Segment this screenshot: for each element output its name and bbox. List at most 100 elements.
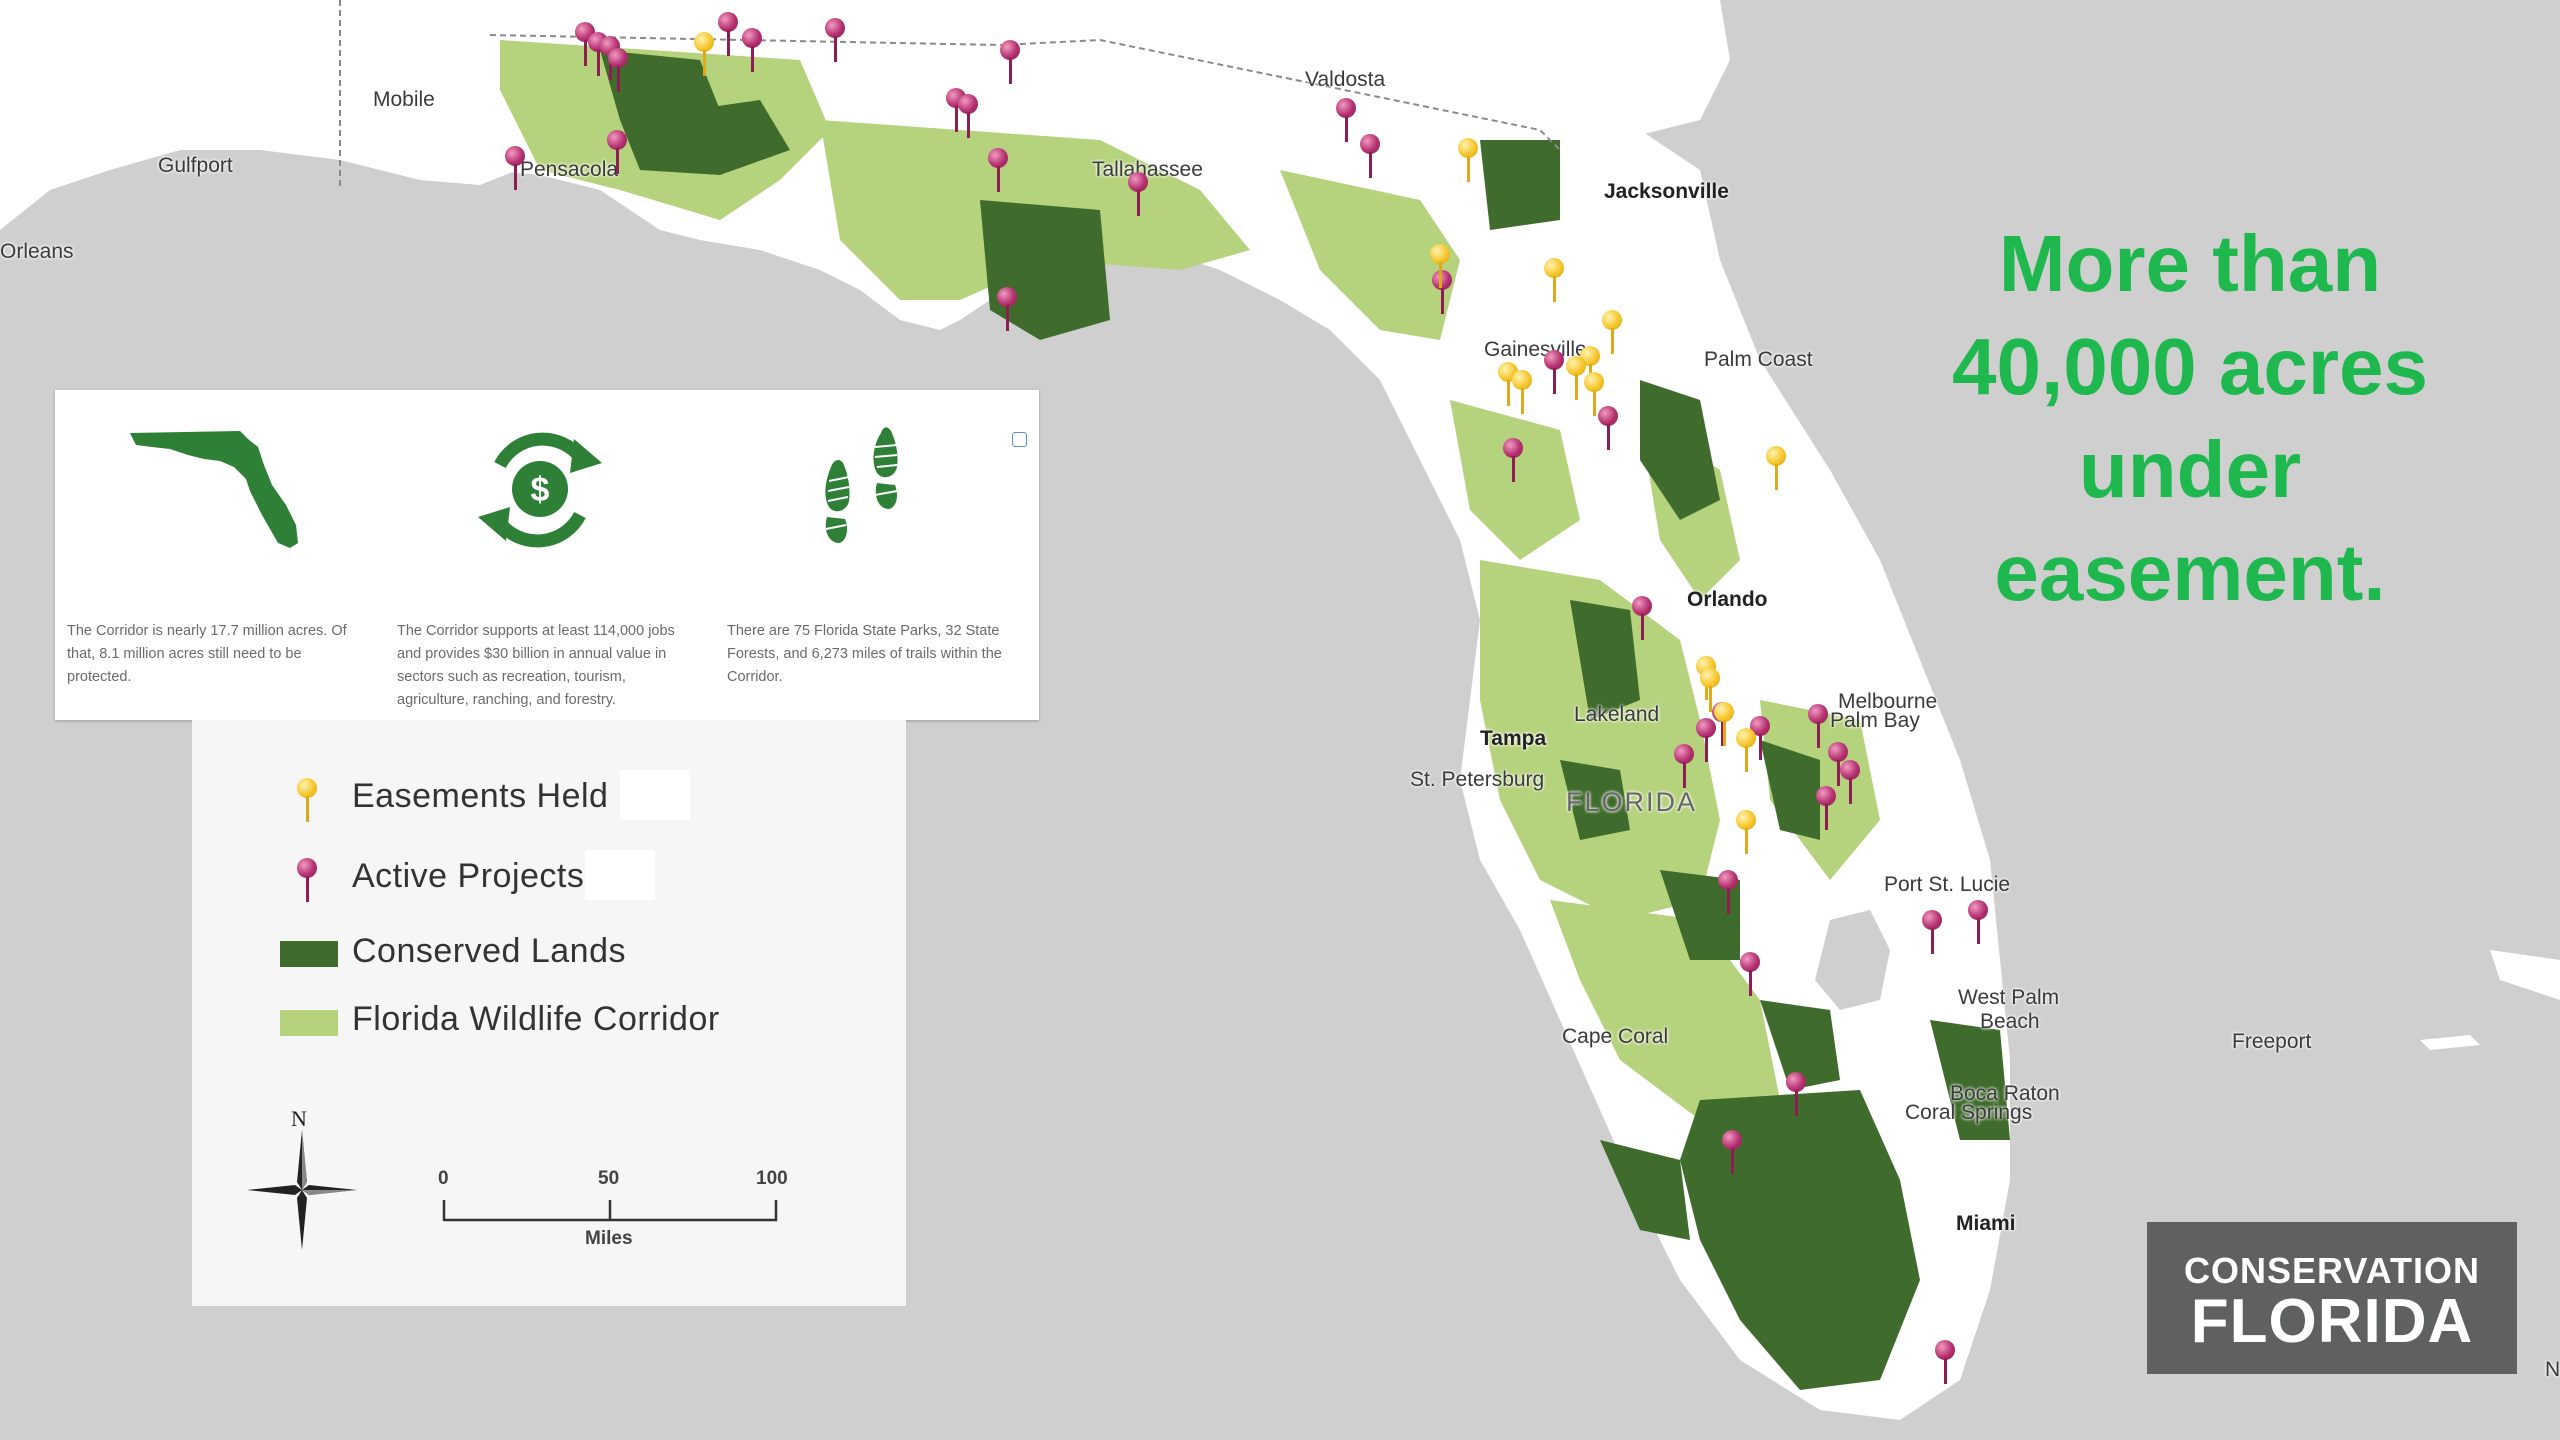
city-label: Port St. Lucie — [1884, 873, 2011, 896]
active-project-pin[interactable] — [1840, 760, 1860, 805]
info-column: There are 75 Florida State Parks, 32 Sta… — [715, 390, 1025, 720]
conserved-lands-swatch — [280, 941, 338, 967]
city-label: Beach — [1980, 1010, 2040, 1033]
city-label: Mobile — [373, 88, 435, 111]
active-project-pin[interactable] — [1432, 270, 1452, 315]
city-label: Palm Coast — [1704, 348, 1813, 371]
wildlife-corridor-swatch — [280, 1010, 338, 1036]
active-project-pin[interactable] — [958, 94, 978, 139]
active-project-pin[interactable] — [505, 146, 525, 191]
headline-line: under — [2078, 425, 2302, 514]
headline-line: More than — [1998, 219, 2382, 308]
florida-state-icon — [130, 431, 298, 548]
easement-pin[interactable] — [1602, 310, 1622, 355]
active-project-pin[interactable] — [1674, 744, 1694, 789]
easement-pin[interactable] — [1584, 372, 1604, 417]
florida-land — [490, 40, 2010, 1420]
info-column: $ The Corridor supports at least 114,000… — [385, 390, 695, 720]
active-project-pin[interactable] — [1922, 910, 1942, 955]
active-project-pin[interactable] — [997, 287, 1017, 332]
city-label: Boca Raton — [1950, 1082, 2060, 1105]
info-text: There are 75 Florida State Parks, 32 Sta… — [727, 623, 1002, 685]
blank-box — [620, 770, 690, 820]
active-project-pin[interactable] — [1740, 952, 1760, 997]
svg-text:$: $ — [531, 471, 550, 509]
easement-pin[interactable] — [694, 32, 714, 77]
active-project-pin[interactable] — [1968, 900, 1988, 945]
city-label: Orlando — [1687, 588, 1768, 611]
active-project-pin[interactable] — [1786, 1072, 1806, 1117]
active-project-pin[interactable] — [1544, 350, 1564, 395]
legend-label: Active Projects — [352, 857, 585, 895]
active-project-pin[interactable] — [1828, 742, 1848, 787]
logo-line-1: CONSERVATION — [2183, 1250, 2481, 1291]
city-label: Tampa — [1480, 727, 1547, 750]
easement-pin[interactable] — [1714, 702, 1734, 747]
city-label: Pensacola — [520, 158, 619, 181]
active-project-pin[interactable] — [608, 48, 628, 93]
active-project-pin[interactable] — [607, 130, 627, 175]
active-project-pin[interactable] — [1000, 40, 1020, 85]
headline-line: 40,000 acres — [1951, 322, 2428, 411]
active-project-pin[interactable] — [825, 18, 845, 63]
city-label: Lakeland — [1574, 703, 1660, 726]
active-project-pin[interactable] — [1336, 98, 1356, 143]
active-project-pin[interactable] — [718, 12, 738, 57]
easement-pin[interactable] — [1544, 258, 1564, 303]
active-project-pin[interactable] — [1935, 1340, 1955, 1385]
easement-pin[interactable] — [1458, 138, 1478, 183]
city-label: Palm Bay — [1830, 709, 1920, 732]
active-project-pin[interactable] — [1598, 406, 1618, 451]
expand-icon[interactable] — [1012, 432, 1027, 447]
active-project-pin[interactable] — [1503, 438, 1523, 483]
city-label: Miami — [1956, 1212, 2016, 1235]
active-project-pin[interactable] — [1128, 172, 1148, 217]
easement-pin[interactable] — [1766, 446, 1786, 491]
city-label: Melbourne — [1838, 690, 1938, 713]
legend-label: Conserved Lands — [352, 932, 627, 970]
scale-bar — [442, 1200, 778, 1222]
easement-pin-icon — [297, 778, 317, 823]
city-label: Orleans — [0, 240, 74, 263]
active-project-pin[interactable] — [1816, 786, 1836, 831]
active-project-pin[interactable] — [1360, 134, 1380, 179]
info-text: The Corridor is nearly 17.7 million acre… — [67, 623, 347, 685]
active-project-pin[interactable] — [1722, 1130, 1742, 1175]
state-label: FLORIDA — [1566, 787, 1698, 817]
info-column: The Corridor is nearly 17.7 million acre… — [55, 390, 365, 720]
city-label: Coral Springs — [1905, 1101, 2033, 1124]
easement-pin[interactable] — [1512, 370, 1532, 415]
scale-tick-label: 50 — [598, 1168, 620, 1189]
footprints-icon — [825, 427, 898, 543]
city-label: N — [2545, 1358, 2560, 1381]
easement-pin[interactable] — [1736, 728, 1756, 773]
city-label: Jacksonville — [1604, 180, 1729, 203]
easement-pin[interactable] — [1566, 356, 1586, 401]
active-project-pin-icon — [297, 858, 317, 903]
scale-tick-label: 0 — [438, 1168, 449, 1189]
easement-pin[interactable] — [1700, 668, 1720, 713]
active-project-pin[interactable] — [1718, 870, 1738, 915]
active-project-pin[interactable] — [1632, 596, 1652, 641]
logo-line-2: FLORIDA — [2190, 1287, 2474, 1356]
active-project-pin[interactable] — [988, 148, 1008, 193]
blank-box — [585, 850, 655, 900]
active-project-pin[interactable] — [1750, 716, 1770, 761]
north-label: N — [291, 1106, 307, 1131]
city-label: Gulfport — [158, 154, 233, 177]
scale-unit-label: Miles — [585, 1228, 633, 1249]
info-text: The Corridor supports at least 114,000 j… — [397, 623, 675, 708]
headline-line: easement. — [1994, 528, 2386, 617]
city-label: Cape Coral — [1562, 1025, 1669, 1048]
active-project-pin[interactable] — [1696, 718, 1716, 763]
lake-okeechobee — [1815, 910, 1890, 1010]
active-project-pin[interactable] — [1808, 704, 1828, 749]
easement-pin[interactable] — [1736, 810, 1756, 855]
city-label: Freeport — [2232, 1030, 2312, 1053]
conservation-florida-logo: CONSERVATION FLORIDA — [2147, 1222, 2517, 1374]
active-project-pin[interactable] — [742, 28, 762, 73]
compass-rose-icon — [247, 1130, 357, 1250]
scale-tick-label: 100 — [756, 1168, 788, 1189]
city-label: St. Petersburg — [1410, 768, 1545, 791]
easement-pin[interactable] — [1430, 244, 1450, 289]
